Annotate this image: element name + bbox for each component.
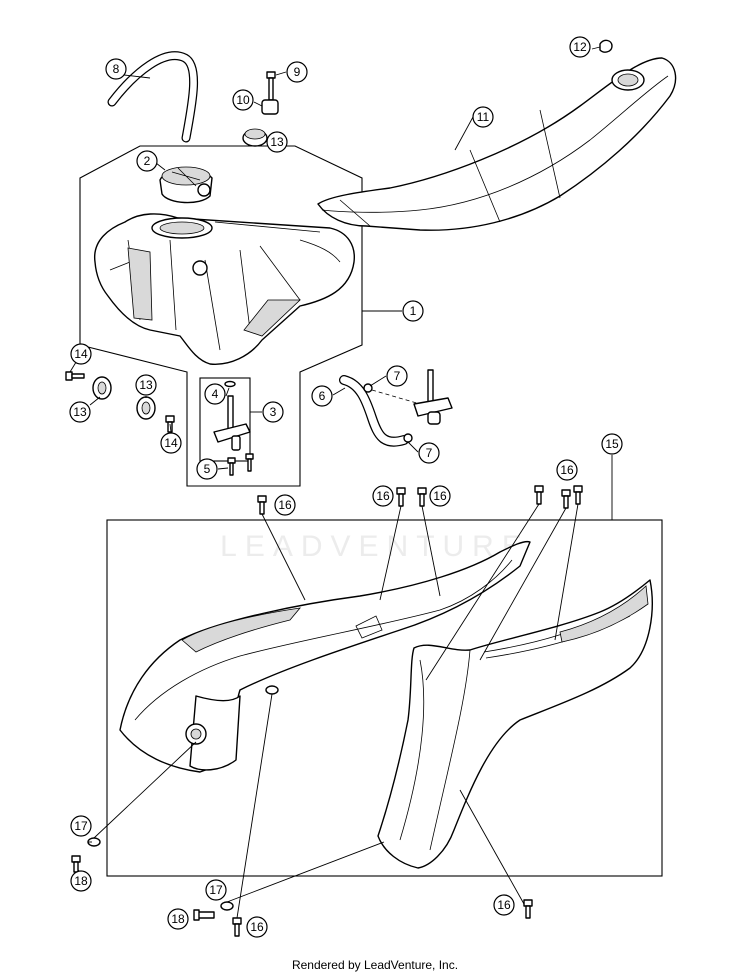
svg-text:13: 13 (73, 405, 87, 419)
callout-2: 2 (136, 150, 158, 172)
svg-text:7: 7 (394, 369, 401, 383)
svg-text:5: 5 (204, 462, 211, 476)
callout-13-mid: 13 (135, 374, 157, 396)
screw-14-upper (65, 371, 85, 381)
callout-18-bottom: 18 (167, 908, 189, 930)
fuel-tank (94, 213, 355, 365)
callout-8: 8 (105, 58, 127, 80)
callout-9: 9 (286, 61, 308, 83)
screw-16-b (396, 487, 406, 507)
callout-13-left: 13 (69, 401, 91, 423)
callout-16-a: 16 (274, 494, 296, 516)
callout-1: 1 (402, 300, 424, 322)
washer-17-bottom (220, 901, 234, 911)
svg-text:18: 18 (74, 874, 88, 888)
fuel-tap-box (199, 377, 251, 462)
callout-16-d: 16 (556, 459, 578, 481)
footer-credit: Rendered by LeadVenture, Inc. (291, 958, 459, 972)
fuel-cap (159, 166, 213, 204)
right-shroud (377, 579, 653, 869)
callout-11: 11 (472, 106, 494, 128)
callout-7-lower: 7 (418, 442, 440, 464)
callout-10: 10 (232, 89, 254, 111)
svg-text:16: 16 (497, 898, 511, 912)
callout-15: 15 (601, 433, 623, 455)
callout-14-lower: 14 (160, 432, 182, 454)
screw-9 (266, 71, 276, 101)
screw-16-h (232, 917, 242, 937)
svg-text:14: 14 (164, 436, 178, 450)
svg-text:3: 3 (270, 405, 277, 419)
svg-text:4: 4 (212, 387, 219, 401)
callout-13-top: 13 (266, 131, 288, 153)
svg-text:16: 16 (376, 489, 390, 503)
tap-assembly-right (413, 369, 453, 425)
callout-17-bottom: 17 (205, 879, 227, 901)
svg-text:12: 12 (573, 40, 587, 54)
screw-16-c (417, 487, 427, 507)
svg-text:15: 15 (605, 437, 619, 451)
svg-text:13: 13 (270, 135, 284, 149)
svg-text:13: 13 (139, 378, 153, 392)
svg-text:11: 11 (477, 110, 490, 124)
callout-3: 3 (262, 401, 284, 423)
screw-16-f (573, 485, 583, 505)
callout-17-left: 17 (70, 815, 92, 837)
svg-text:16: 16 (278, 498, 292, 512)
svg-text:17: 17 (209, 883, 223, 897)
svg-text:17: 17 (74, 819, 88, 833)
grommet-13-upper (92, 376, 112, 400)
callout-5: 5 (196, 458, 218, 480)
callout-4: 4 (204, 383, 226, 405)
svg-text:9: 9 (294, 65, 301, 79)
screw-16-g (523, 899, 533, 919)
fuel-tap (213, 380, 251, 451)
tank-group-outline (79, 145, 363, 487)
screw-16-e (561, 489, 571, 509)
svg-text:10: 10 (236, 93, 250, 107)
seat (317, 39, 677, 231)
svg-text:16: 16 (433, 489, 447, 503)
shroud-group-box (106, 519, 663, 877)
svg-text:2: 2 (144, 154, 151, 168)
screw-18-left (71, 855, 81, 873)
tap-hose (339, 375, 421, 447)
callout-16-f: 16 (246, 916, 268, 938)
svg-text:16: 16 (250, 920, 264, 934)
grommet-13-lower (136, 396, 156, 420)
bushing-10 (261, 99, 279, 115)
left-shroud (119, 540, 531, 773)
svg-text:8: 8 (113, 62, 120, 76)
callout-7-upper: 7 (386, 365, 408, 387)
svg-text:7: 7 (426, 446, 433, 460)
svg-text:16: 16 (560, 463, 574, 477)
callout-18-left: 18 (70, 870, 92, 892)
screw-18-bottom (193, 909, 215, 921)
callout-16-e: 16 (493, 894, 515, 916)
callout-16-c: 16 (429, 485, 451, 507)
callout-6: 6 (311, 385, 333, 407)
callout-12: 12 (569, 36, 591, 58)
watermark-text: LEADVENTURE (220, 530, 530, 563)
leader-lines (69, 46, 613, 919)
svg-text:1: 1 (410, 304, 417, 318)
grommet-13-top (242, 128, 268, 147)
svg-text:6: 6 (319, 389, 326, 403)
screw-16-a (257, 495, 267, 515)
svg-text:18: 18 (171, 912, 185, 926)
callout-16-b: 16 (372, 485, 394, 507)
screw-5-right (245, 453, 254, 472)
screw-5-left (227, 457, 236, 476)
svg-text:14: 14 (74, 347, 88, 361)
screw-16-d (534, 485, 544, 505)
callout-14-upper: 14 (70, 343, 92, 365)
